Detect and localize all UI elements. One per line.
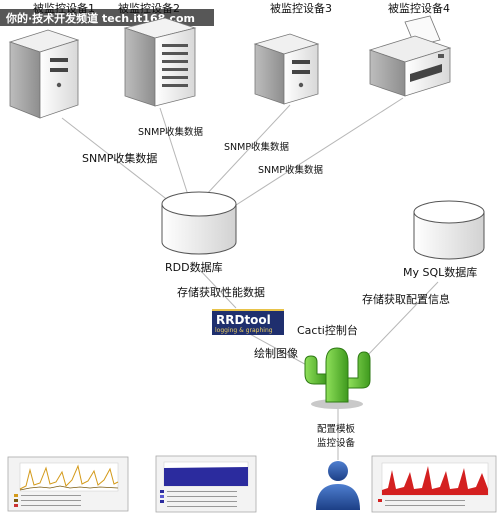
printer-icon [368, 15, 452, 97]
device-4: 被监控设备4 [368, 1, 452, 97]
server-icon [253, 33, 320, 105]
mysql-database-label: My SQL数据库 [403, 265, 477, 279]
server-icon [8, 29, 80, 119]
watermark-text: 你的·技术开发频道 tech.it168.com [5, 11, 195, 25]
rdd-database: RDD数据库 [161, 191, 237, 274]
rack-server-icon [123, 17, 197, 107]
edge-rrdtool-cacti [247, 332, 313, 369]
rrdtool-logo-subtitle: logging & graphing [215, 327, 273, 334]
rdd-database-label: RDD数据库 [165, 260, 223, 274]
device-3: 被监控设备3 [253, 1, 332, 105]
device-2-label: 被监控设备2 [118, 1, 180, 15]
graph-thumbnail-load [7, 456, 129, 512]
edge-label-config-line2: 监控设备 [317, 437, 356, 449]
edge-device4-rdd [221, 97, 404, 215]
edge-device1-rdd [61, 117, 179, 209]
cacti-console-label: Cacti控制台 [297, 323, 358, 337]
rrdtool-logo-title: RRDtool [216, 313, 271, 327]
device-3-label: 被监控设备3 [270, 1, 332, 15]
device-2: 被监控设备2 [118, 1, 197, 107]
device-1-label: 被监控设备1 [33, 1, 95, 15]
database-icon [413, 200, 485, 260]
edge-label-config-line1: 配置模板 [317, 423, 356, 435]
edge-label-snmp-2: SNMP收集数据 [138, 126, 204, 138]
edge-rdd-rrdtool [197, 267, 237, 309]
edge-device3-rdd [204, 104, 291, 197]
edge-label-snmp-4: SNMP收集数据 [258, 164, 324, 176]
connection-lines [61, 97, 439, 460]
graph-thumbnail-cpu [371, 455, 497, 513]
edge-label-snmp-3: SNMP收集数据 [224, 141, 290, 153]
device-1: 被监控设备1 [8, 1, 95, 119]
graph-thumbnail-apache [155, 455, 257, 513]
database-icon [161, 191, 237, 255]
mysql-database: My SQL数据库 [403, 200, 485, 279]
edge-mysql-cacti [365, 281, 439, 358]
cactus-icon [304, 347, 371, 409]
edge-label-snmp-1: SNMP收集数据 [82, 151, 157, 165]
edge-label-rrd-store: 存储获取性能数据 [177, 285, 265, 299]
edge-label-draw: 绘制图像 [254, 346, 298, 360]
device-4-label: 被监控设备4 [388, 1, 450, 15]
edge-device2-rdd [159, 107, 189, 196]
rrdtool-logo: RRDtool logging & graphing [212, 309, 284, 335]
edge-label-mysql-store: 存储获取配置信息 [362, 292, 450, 306]
user-icon [316, 461, 360, 510]
